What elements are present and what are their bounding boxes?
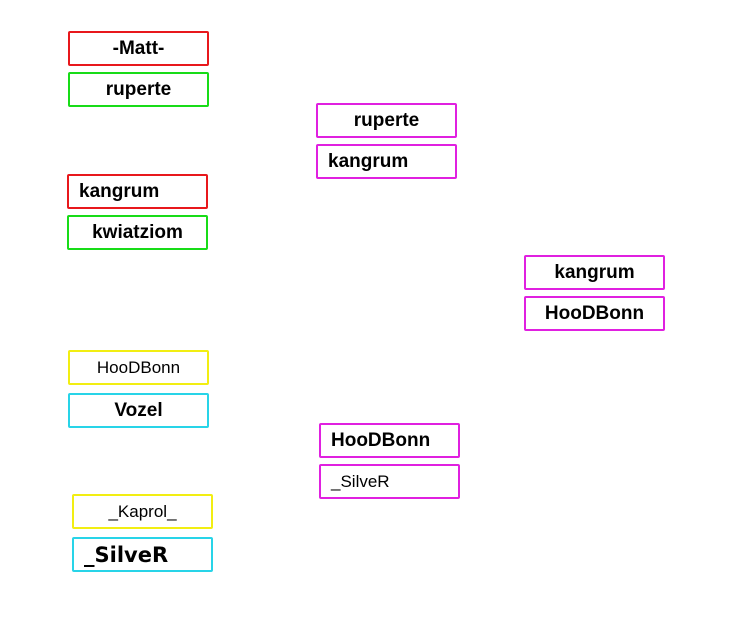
player-name: _SilveR bbox=[84, 542, 169, 567]
bracket-slot-r1-m4-top: _Kaprol_ bbox=[72, 494, 213, 529]
player-name: kangrum bbox=[328, 150, 409, 172]
player-name: kangrum bbox=[554, 261, 635, 283]
bracket-slot-r1-m3-top: HooDBonn bbox=[68, 350, 209, 385]
bracket-slot-r2-m1-bottom: kangrum bbox=[316, 144, 457, 179]
player-name: kwiatziom bbox=[92, 221, 183, 243]
bracket-slot-r1-m2-bottom: kwiatziom bbox=[67, 215, 208, 250]
player-name: kangrum bbox=[79, 180, 160, 202]
player-name: HooDBonn bbox=[544, 302, 645, 324]
bracket-slot-r3-m1-bottom: HooDBonn bbox=[524, 296, 665, 331]
player-name: -Matt- bbox=[112, 37, 165, 59]
bracket-slot-r2-m1-top: ruperte bbox=[316, 103, 457, 138]
bracket-slot-r1-m3-bottom: Vozel bbox=[68, 393, 209, 428]
player-name: ruperte bbox=[105, 78, 172, 100]
player-name: ruperte bbox=[353, 109, 420, 131]
bracket-slot-r1-m4-bottom: _SilveR bbox=[72, 537, 213, 572]
player-name: HooDBonn bbox=[96, 357, 181, 377]
bracket-slot-r1-m2-top: kangrum bbox=[67, 174, 208, 209]
player-name: HooDBonn bbox=[331, 429, 431, 451]
player-name: _SilveR bbox=[331, 471, 390, 491]
bracket-slot-r2-m2-top: HooDBonn bbox=[319, 423, 460, 458]
bracket-slot-r1-m1-top: -Matt- bbox=[68, 31, 209, 66]
bracket-slot-r2-m2-bottom: _SilveR bbox=[319, 464, 460, 499]
bracket-slot-r3-m1-top: kangrum bbox=[524, 255, 665, 290]
player-name: Vozel bbox=[114, 399, 163, 421]
bracket-slot-r1-m1-bottom: ruperte bbox=[68, 72, 209, 107]
player-name: _Kaprol_ bbox=[108, 501, 177, 521]
